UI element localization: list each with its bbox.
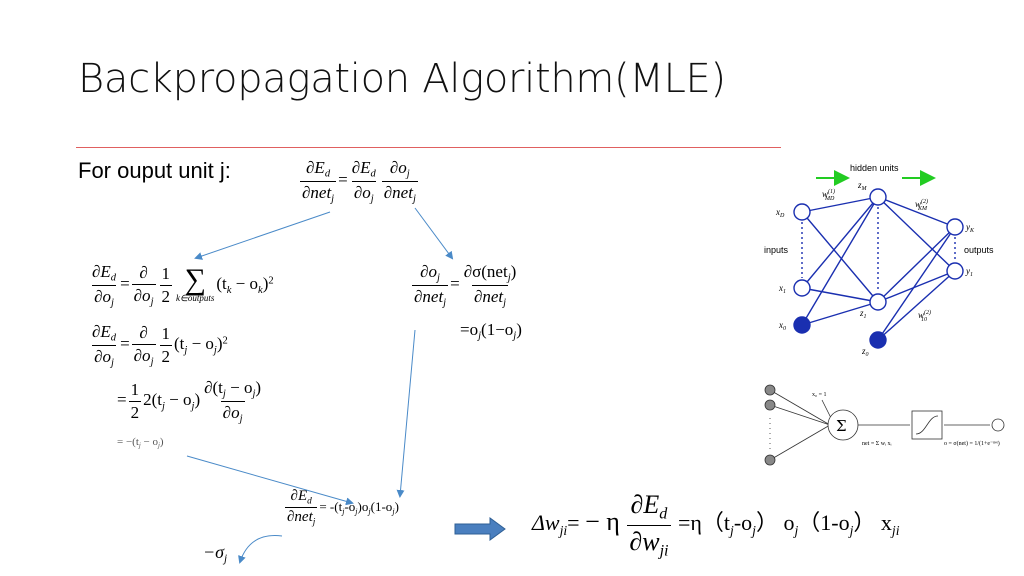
slide-title: Backpropagation Algorithm(MLE) [78,56,726,102]
svg-text:zM: zM [857,180,868,192]
neural-network-diagram [793,188,964,349]
arrow-right [414,207,454,260]
svg-text:xD: xD [775,207,785,219]
equation-simplified: = −(tj − oj) [117,436,164,450]
outputs-label: outputs [964,245,994,255]
equation-sigmoid-derivative: ∂oj∂netj=∂σ(netj)∂netj [412,262,517,309]
hidden-units-label: hidden units [850,163,899,173]
svg-text:z1: z1 [859,308,867,320]
svg-text:w(1)MD: w(1)MD [822,188,835,202]
sigma-j-label: −σj [203,542,228,565]
output-unit-label: For ouput unit j: [78,158,231,183]
equation-chain-rule: ∂Ed∂netj=∂Ed∂oj∂oj∂netj [300,158,418,205]
equation-sigmoid-result: =oj(1−oj) [460,320,522,342]
arrow-left [194,211,331,260]
title-divider [76,147,781,148]
inputs-label: inputs [764,245,789,255]
implies-arrow [454,517,506,541]
weight-update-equation: Δwji= − η ∂Ed∂wji =η（tj-oj） oj（1-oj） xji [532,490,900,560]
svg-text:y1: y1 [965,266,973,278]
svg-text:w(2)10: w(2)10 [918,309,931,323]
net-formula: net = Σ wᵢ xᵢ [862,441,892,447]
output-formula: o = σ(net) = 1/(1+e⁻ⁿᵉᵗ) [944,440,1000,447]
equation-combined: ∂Ed∂netj= -(tj-oj)oj(1-oj) [285,488,399,528]
arrow-to-combined-left [186,455,354,506]
svg-text:w(2)KM: w(2)KM [915,198,928,212]
svg-text:x0: x0 [778,320,786,332]
perceptron-diagram [764,384,1005,466]
svg-text:x1: x1 [778,283,786,295]
svg-text:yK: yK [965,222,975,234]
sum-symbol: Σ [836,417,847,435]
svg-text:z0: z0 [861,346,869,358]
arrow-to-combined-right [396,329,416,498]
x0-label: x₀ = 1 [812,392,826,398]
arrow-to-sigma [238,535,283,564]
